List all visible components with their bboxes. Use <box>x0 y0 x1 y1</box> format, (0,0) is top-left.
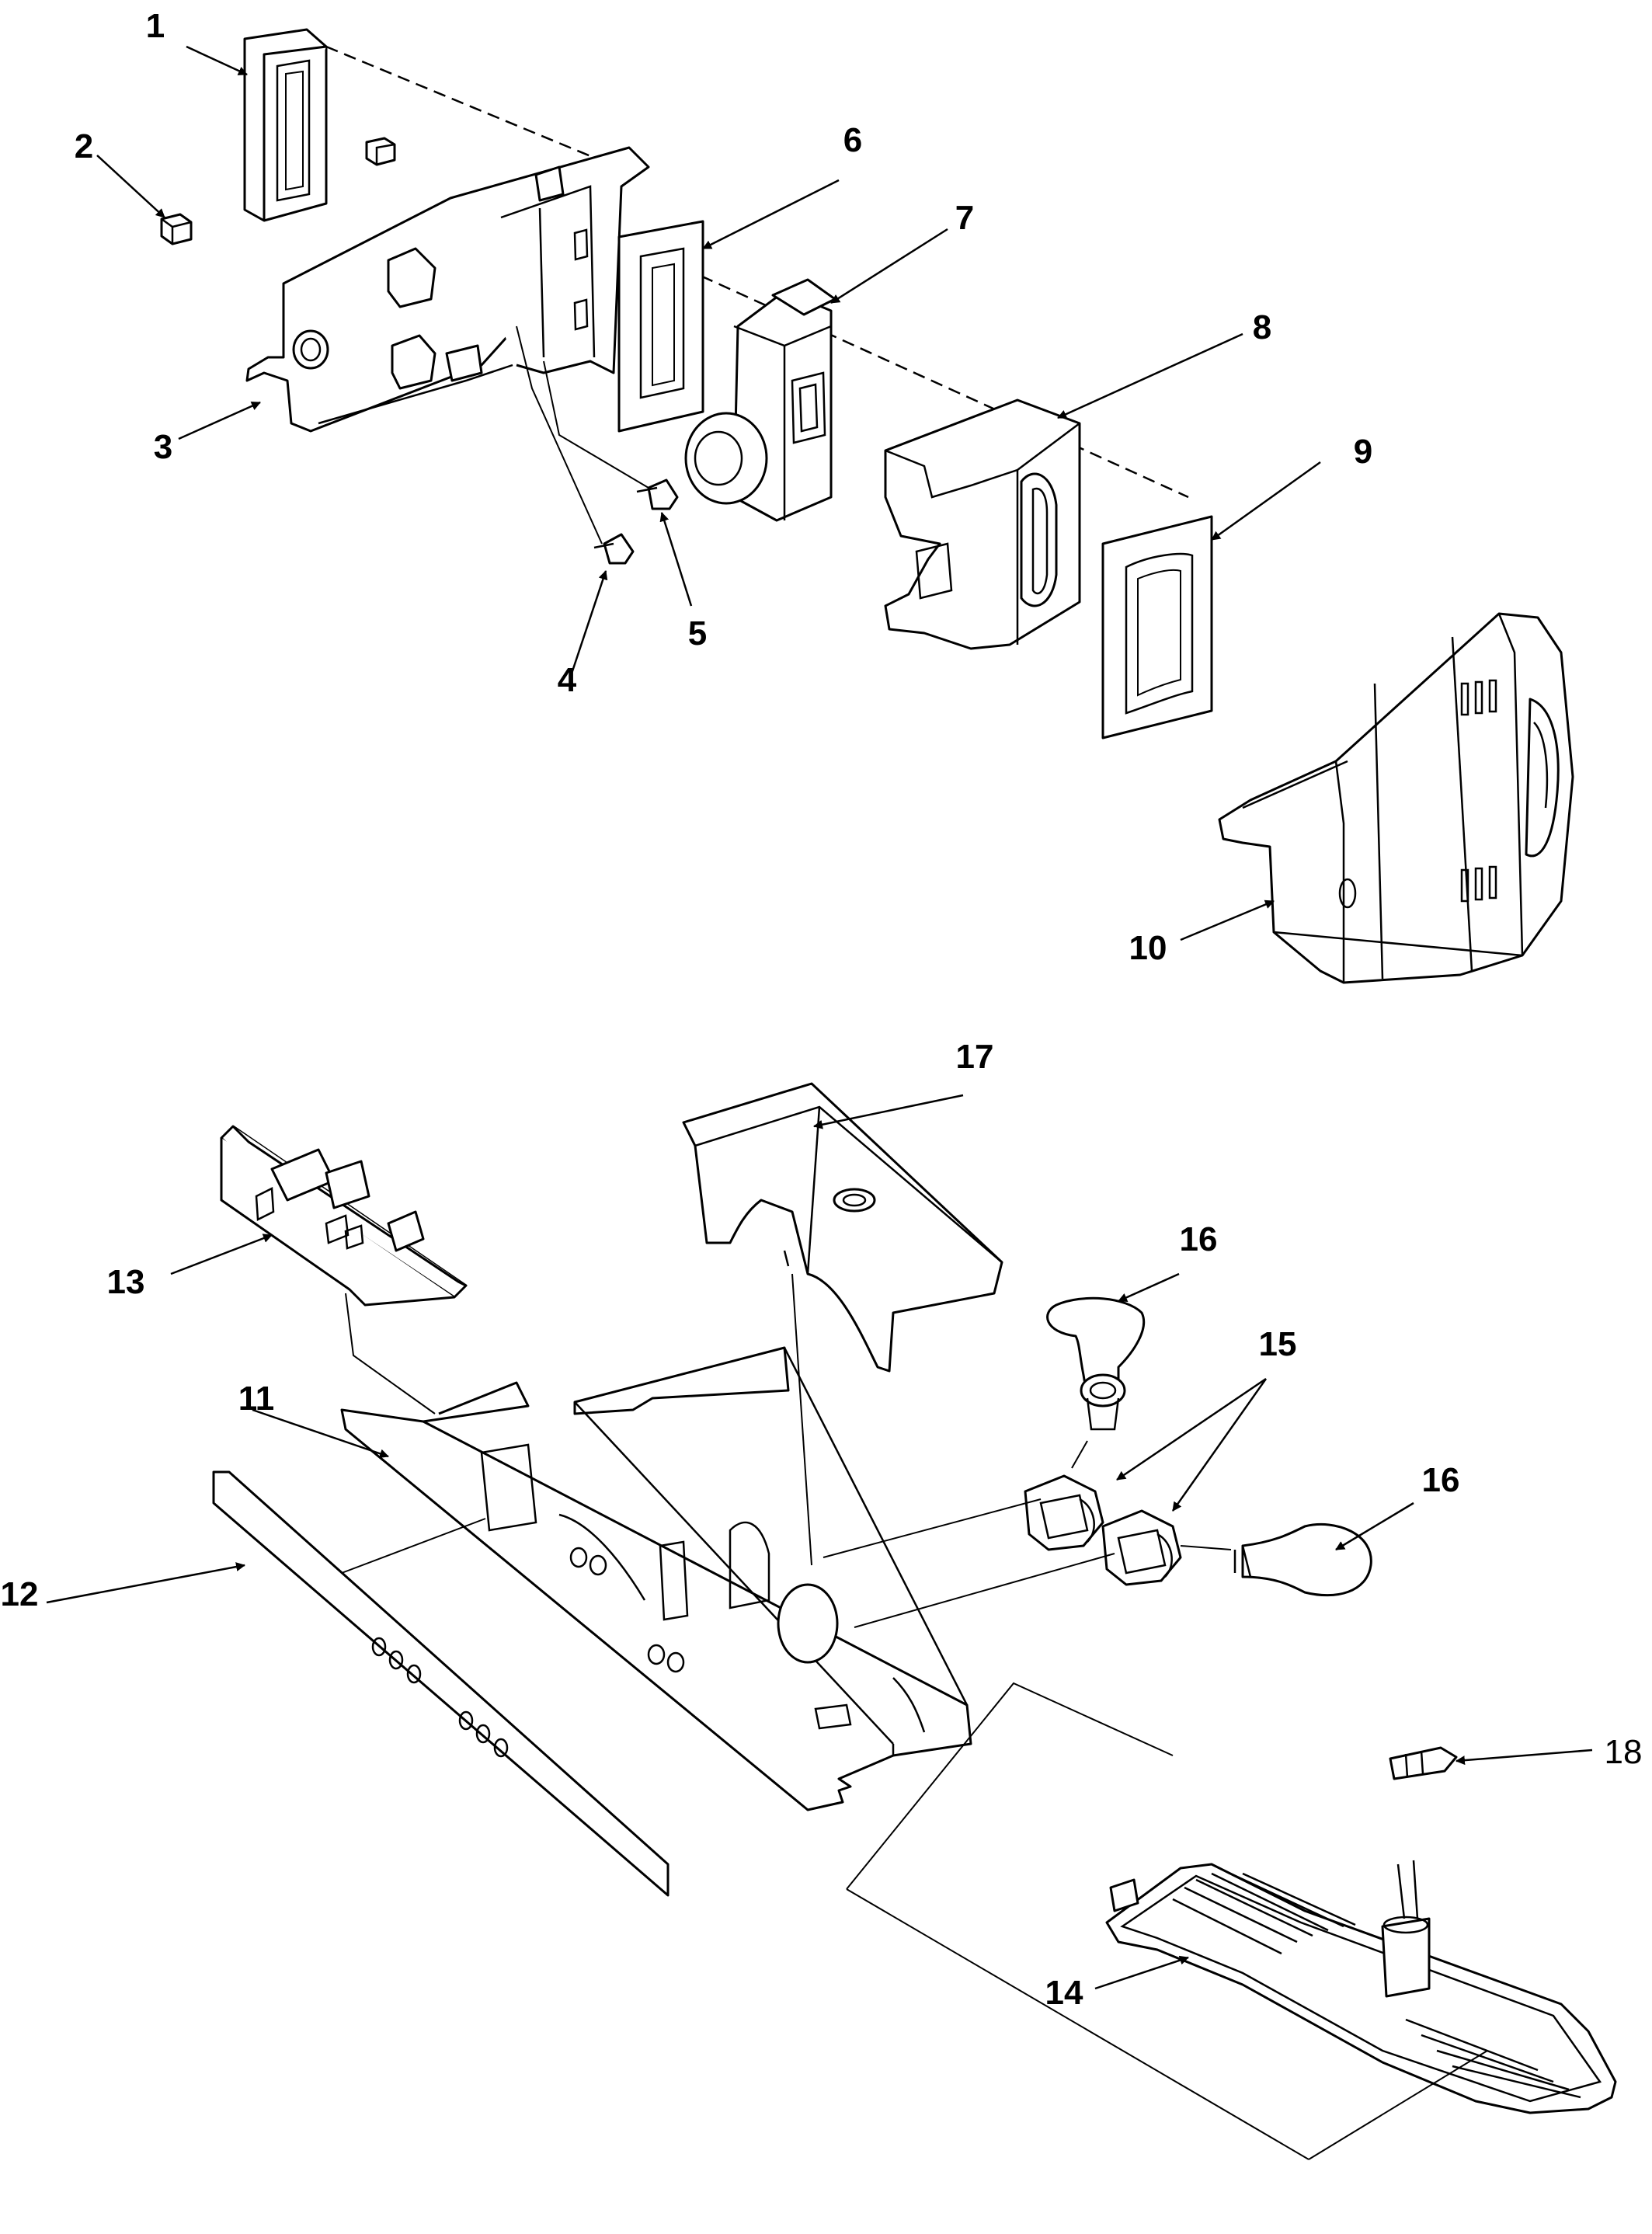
callout-leader-arrows <box>46 45 1593 1990</box>
socket-leader-lines <box>823 1440 1232 1628</box>
alignment-lines <box>325 45 1189 499</box>
callout-14: 14 <box>1045 1974 1083 2012</box>
callout-1: 1 <box>146 7 165 45</box>
callout-16-top: 16 <box>1180 1220 1218 1258</box>
part-5-screw <box>636 478 679 510</box>
part-6-gasket <box>617 220 704 433</box>
part-7-motor <box>684 278 836 522</box>
leader-17-down <box>791 1273 812 1566</box>
part-17-cover <box>682 1082 1003 1373</box>
part-13-circuit-board <box>220 1125 468 1307</box>
part-15-socket-b <box>1101 1509 1182 1586</box>
part-14-drip-tray <box>846 1682 1617 2160</box>
part-16-bulb-b <box>1233 1522 1372 1597</box>
callout-8: 8 <box>1253 308 1271 346</box>
part-3-housing <box>245 146 650 433</box>
part-1-gasket <box>243 28 328 222</box>
part-4-screw <box>593 533 635 565</box>
part-9-gasket <box>1101 515 1213 739</box>
callout-12: 12 <box>1 1575 39 1613</box>
callout-13: 13 <box>107 1263 145 1301</box>
leader-12-to-11 <box>341 1518 486 1574</box>
tray-outline-right <box>1308 2050 1488 2160</box>
callout-6: 6 <box>843 121 862 159</box>
callout-5: 5 <box>688 614 707 652</box>
small-connector-top <box>365 137 396 166</box>
callout-15: 15 <box>1259 1325 1297 1363</box>
callout-7: 7 <box>955 199 974 237</box>
callout-3: 3 <box>154 428 172 466</box>
leader-13-to-11 <box>345 1293 436 1415</box>
callout-18: 18 <box>1605 1733 1643 1771</box>
callout-11: 11 <box>238 1380 275 1418</box>
callout-16-bottom: 16 <box>1422 1461 1460 1499</box>
callout-4: 4 <box>558 661 577 699</box>
screw-leader-lines <box>516 325 649 545</box>
part-15-socket-a <box>1024 1474 1104 1551</box>
part-18-pin <box>1389 1746 1458 1780</box>
callout-2: 2 <box>75 127 93 165</box>
callout-10: 10 <box>1129 929 1167 967</box>
part-2-connector <box>160 213 193 245</box>
part-12-overlay <box>212 1470 669 1897</box>
callout-17: 17 <box>956 1038 994 1076</box>
part-8-housing <box>884 398 1081 650</box>
callout-9: 9 <box>1354 433 1372 471</box>
callout-labels: 1 2 3 4 5 6 7 8 9 10 17 16 15 16 13 11 1… <box>1 7 1643 2012</box>
part-11-dispenser-tray <box>340 1346 972 1811</box>
part-10-dispenser-cover <box>1218 612 1574 984</box>
part-16-bulb-a <box>1046 1296 1146 1431</box>
